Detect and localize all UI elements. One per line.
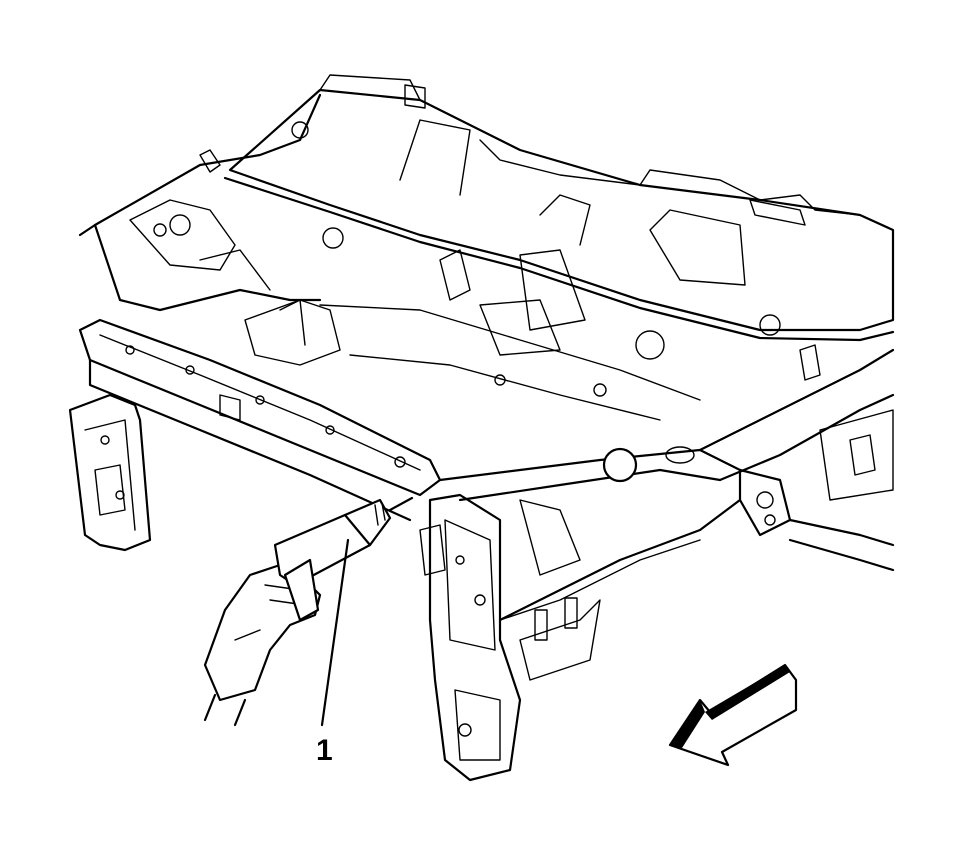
right-side-rail xyxy=(698,344,895,501)
callout-label-1: 1 xyxy=(316,734,333,767)
dash-panel-interior xyxy=(319,249,701,421)
upper-cowl-panel xyxy=(223,74,895,360)
callout-1: 1 xyxy=(316,538,350,767)
right-lower-rail xyxy=(438,446,895,681)
right-front-bracket xyxy=(419,493,522,782)
left-upper-rail xyxy=(78,93,341,366)
drill-icon xyxy=(273,496,414,622)
direction-arrow-icon xyxy=(668,663,798,767)
left-front-bracket xyxy=(68,393,152,552)
